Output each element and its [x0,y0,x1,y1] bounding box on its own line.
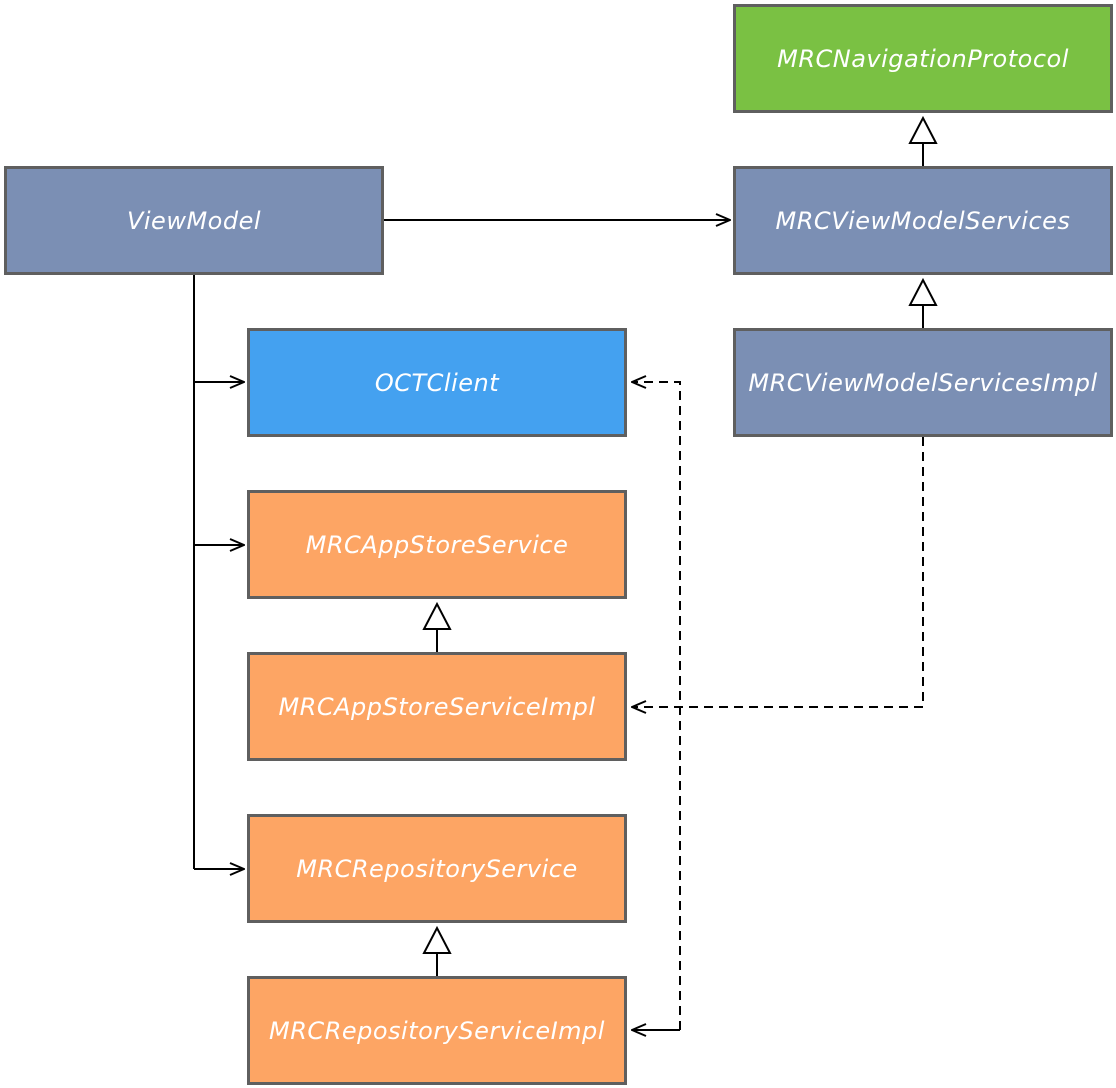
dependency-impl-to-appstoreimpl [632,437,924,707]
repository-service-node[interactable]: MRCRepositoryService [247,814,627,923]
view-model-services-label: MRCViewModelServices [775,206,1071,235]
inheritance-appstoreimpl-to-appstore [422,601,452,652]
view-model-label: ViewModel [126,206,262,235]
app-store-service-label: MRCAppStoreService [305,530,569,559]
inheritance-impl-to-services [908,277,938,328]
repository-service-impl-node[interactable]: MRCRepositoryServiceImpl [247,976,627,1085]
view-model-services-node[interactable]: MRCViewModelServices [733,166,1113,275]
oct-client-label: OCTClient [374,368,500,397]
repository-service-impl-label: MRCRepositoryServiceImpl [269,1016,605,1045]
navigation-protocol-node[interactable]: MRCNavigationProtocol [733,4,1113,113]
oct-client-node[interactable]: OCTClient [247,328,627,437]
navigation-protocol-label: MRCNavigationProtocol [777,44,1069,73]
view-model-services-impl-label: MRCViewModelServicesImpl [748,368,1098,397]
app-store-service-impl-node[interactable]: MRCAppStoreServiceImpl [247,652,627,761]
inheritance-services-to-navigation [908,115,938,166]
repository-service-label: MRCRepositoryService [296,854,578,883]
inheritance-repoimpl-to-repository [422,925,452,976]
view-model-node[interactable]: ViewModel [4,166,384,275]
dependency-to-octclient [632,382,681,1030]
app-store-service-node[interactable]: MRCAppStoreService [247,490,627,599]
app-store-service-impl-label: MRCAppStoreServiceImpl [278,692,596,721]
view-model-services-impl-node[interactable]: MRCViewModelServicesImpl [733,328,1113,437]
